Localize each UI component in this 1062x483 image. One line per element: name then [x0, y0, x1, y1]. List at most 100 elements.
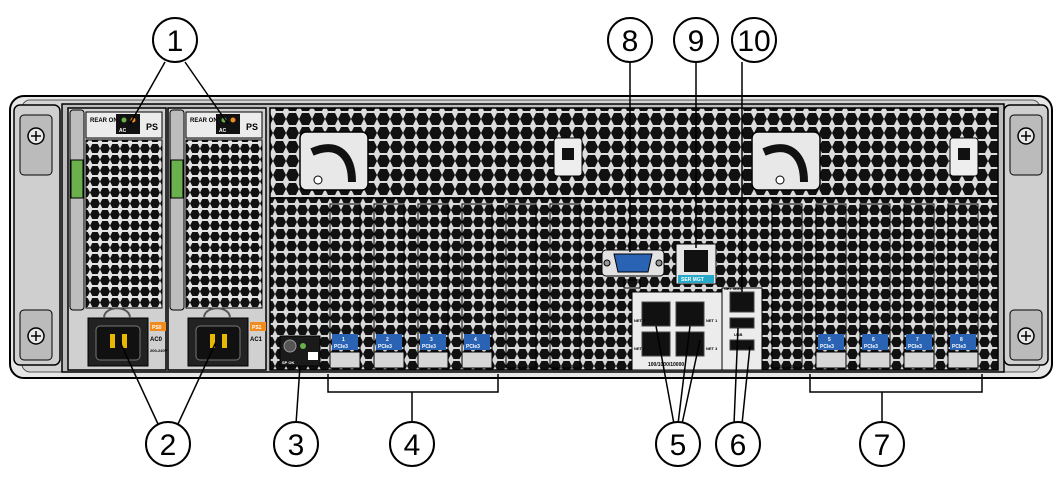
pcie-slot-5[interactable]: 5 PCIe3 — [815, 203, 847, 369]
psu0-label: PS0 — [152, 325, 162, 331]
leader-3 — [295, 365, 301, 425]
pcie-slot-3[interactable]: 3 PCIe3 — [417, 203, 449, 369]
callout-9: 9 — [673, 17, 719, 63]
brackets — [327, 374, 983, 393]
left-fan-handle[interactable] — [299, 131, 369, 191]
pcie-slot-1-label: PCIe3 — [334, 344, 348, 350]
callout-9-label: 9 — [688, 25, 705, 58]
pcie-slot-8-label: PCIe3 — [952, 344, 966, 350]
pcie-slot-6-number: 6 — [872, 337, 875, 343]
leader-5c — [681, 339, 701, 425]
left-rack-ear — [13, 104, 61, 366]
callouts: 1 2 3 4 5 6 7 8 — [145, 17, 905, 467]
pcie-slot-5-number: 5 — [828, 337, 831, 343]
filler-slot-b — [549, 203, 581, 369]
callout-4-label: 4 — [404, 429, 421, 462]
pcie-slot-2[interactable]: 2 PCIe3 — [373, 203, 405, 369]
leader-1b — [184, 61, 229, 125]
callout-2: 2 — [145, 421, 191, 467]
leader-6b — [741, 345, 751, 425]
net-port-1[interactable] — [675, 301, 705, 327]
pcie-slot-6-label: PCIe3 — [864, 344, 878, 350]
pcie-slot-7-number: 7 — [916, 337, 919, 343]
callout-5-label: 5 — [670, 429, 687, 462]
callout-2-label: 2 — [160, 429, 177, 462]
pcie-slot-4-number: 4 — [474, 337, 477, 343]
leader-5b — [677, 325, 691, 425]
net-port-1-label: NET 1 — [706, 318, 718, 323]
leader-6a — [733, 327, 739, 425]
pcie-slot-7-label: PCIe3 — [908, 344, 922, 350]
psu1-ac-indicator: AC — [219, 128, 227, 134]
net-port-2[interactable] — [641, 331, 671, 357]
net-port-2-label: NET 2 — [634, 346, 646, 351]
power-supply-0: REAR ONLY AC PS PS0 AC0 200-240V~ 50/60H… — [67, 107, 192, 371]
right-fan-handle[interactable] — [751, 131, 821, 191]
callout-8-label: 8 — [622, 25, 639, 58]
network-ports: NET 0 NET 1 NET 2 NET 3 100/1000/10000 — [631, 291, 723, 371]
psu0-latch[interactable] — [70, 159, 84, 199]
psu1-warning-text: REAR ONLY — [190, 118, 225, 124]
psu1-ac-inlet[interactable] — [195, 325, 241, 361]
net-mgt-usb-block: NET MGT USB — [721, 286, 763, 371]
psu1-label: PS1 — [252, 325, 262, 331]
pcie-slot-8[interactable]: 8 PCIe3 — [947, 203, 979, 369]
pcie-slots-left: 1 PCIe3 2 PCIe3 3 PCIe3 4 PCIe3 — [329, 203, 581, 369]
bracket-pcie-right — [809, 374, 983, 393]
net-port-0-label: NET 0 — [634, 318, 646, 323]
ser-mgt-label: SER MGT — [681, 277, 704, 283]
psu0-ps-text: PS — [146, 122, 158, 132]
callout-7-label: 7 — [874, 429, 891, 462]
callout-4: 4 — [389, 421, 435, 467]
leader-5a — [655, 325, 675, 425]
net-mgt-port[interactable] — [729, 291, 755, 313]
bracket-pcie-left — [327, 374, 499, 393]
callout-10-label: 10 — [737, 25, 770, 58]
sp-indicator-panel: SP OK — [279, 335, 321, 367]
usb-port-2[interactable] — [729, 339, 755, 351]
psu0-warning-text: REAR ONLY — [90, 118, 125, 124]
net-speed-label: 100/1000/10000 — [648, 362, 684, 368]
callout-5: 5 — [655, 421, 701, 467]
callout-1-label: 1 — [167, 25, 184, 58]
pcie-slot-3-label: PCIe3 — [422, 344, 436, 350]
pcie-slot-4-label: PCIe3 — [466, 344, 480, 350]
callout-3: 3 — [273, 421, 319, 467]
pcie-slot-6[interactable]: 6 PCIe3 — [859, 203, 891, 369]
pcie-slots-right: 5 PCIe3 6 PCIe3 7 PCIe3 8 PCIe3 — [771, 203, 979, 369]
pcie-slot-1[interactable]: 1 PCIe3 — [329, 203, 361, 369]
psu0-ac-label: AC0 — [150, 337, 163, 343]
psu1-ps-text: PS — [246, 122, 258, 132]
net-port-0[interactable] — [641, 301, 671, 327]
net-port-3-label: NET 3 — [706, 346, 718, 351]
callout-8: 8 — [607, 17, 653, 63]
pcie-slot-2-label: PCIe3 — [378, 344, 392, 350]
pcie-slot-3-number: 3 — [430, 337, 433, 343]
pcie-slot-5-label: PCIe3 — [820, 344, 834, 350]
net-mgt-label: NET MGT — [724, 286, 743, 291]
filler-slot-a — [505, 203, 537, 369]
vga-port[interactable] — [601, 249, 665, 289]
pcie-slot-1-number: 1 — [342, 337, 345, 343]
callout-10: 10 — [731, 17, 777, 63]
leader-lines — [119, 61, 883, 425]
callout-6: 6 — [715, 421, 761, 467]
usb-port-1[interactable] — [729, 317, 755, 329]
filler-slot-c — [771, 203, 803, 369]
pcie-slot-7[interactable]: 7 PCIe3 — [903, 203, 935, 369]
callout-7: 7 — [859, 421, 905, 467]
psu0-ac-inlet[interactable] — [95, 325, 141, 361]
top-vent-area — [269, 107, 999, 199]
callout-3-label: 3 — [288, 429, 305, 462]
power-supply-1: REAR ONLY AC PS PS1 AC1 — [167, 107, 267, 371]
callout-6-label: 6 — [730, 429, 747, 462]
sp-ok-label: SP OK — [282, 360, 294, 365]
locator-button[interactable] — [283, 339, 297, 353]
psu1-ac-label: AC1 — [250, 337, 263, 343]
ser-mgt-port[interactable]: SER MGT — [675, 243, 717, 285]
leader-2a — [119, 341, 159, 425]
psu1-latch[interactable] — [170, 159, 184, 199]
pcie-slot-4[interactable]: 4 PCIe3 — [461, 203, 493, 369]
